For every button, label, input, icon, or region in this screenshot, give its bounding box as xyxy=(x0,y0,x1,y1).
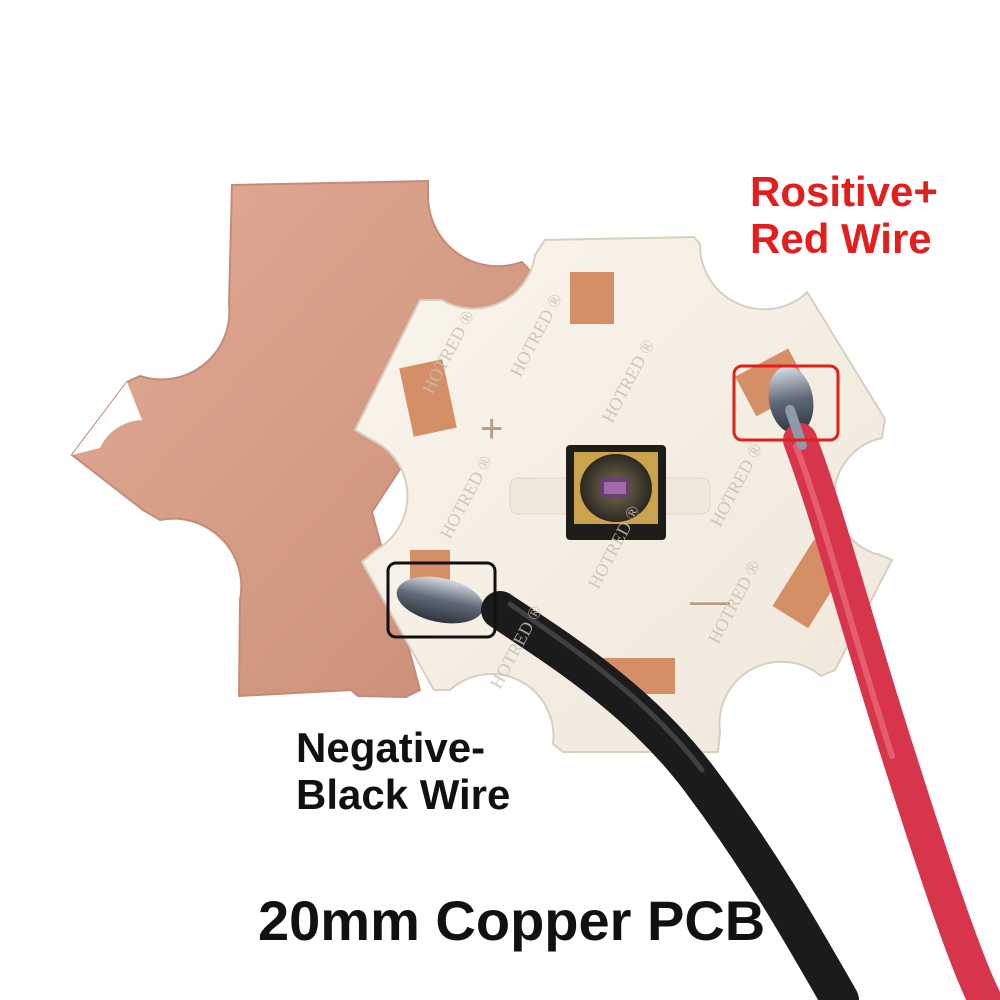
black-wire-highlight xyxy=(507,601,705,773)
solder-joint-negative xyxy=(396,576,484,624)
red-wire xyxy=(783,423,1000,1000)
product-title: 20mm Copper PCB xyxy=(258,889,766,952)
copper-notch xyxy=(72,382,142,455)
led-chip xyxy=(566,445,666,540)
positive-label-line1: Rositive+ xyxy=(750,168,938,215)
plus-mark: + xyxy=(480,407,503,451)
pad-top xyxy=(570,272,614,324)
positive-label-line2: Red Wire xyxy=(750,215,932,263)
negative-label-line2: Black Wire xyxy=(296,771,511,819)
negative-wire-label: Negative- Black Wire xyxy=(296,724,510,818)
red-wire-highlight xyxy=(793,443,895,759)
positive-highlight-box xyxy=(732,364,840,442)
minus-mark: — xyxy=(690,579,730,623)
solder-joint-positive xyxy=(768,366,814,434)
negative-highlight-box xyxy=(386,561,497,639)
positive-wire-label: Rositive+ Red Wire xyxy=(750,168,938,262)
black-wire xyxy=(481,591,859,1000)
negative-label-line1: Negative- xyxy=(296,724,486,771)
pad-left xyxy=(399,359,457,437)
